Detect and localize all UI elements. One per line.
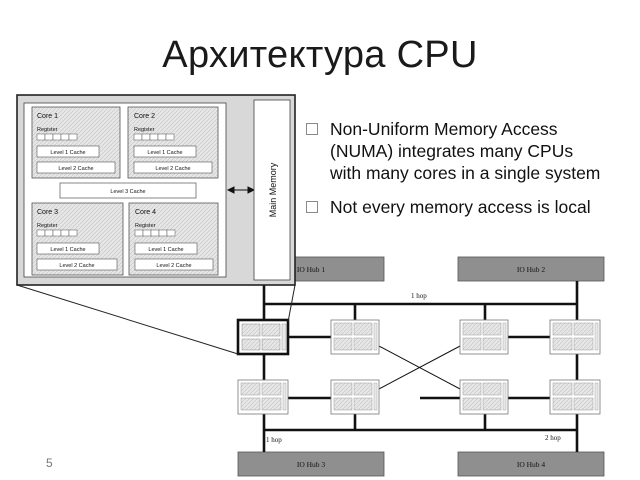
l2-cache-label: Level 2 Cache (155, 166, 190, 172)
l2-cache-label: Level 2 Cache (156, 263, 191, 269)
numa-links (262, 281, 579, 452)
io-hub-1: IO Hub 1 (237, 256, 385, 282)
core-2: Core 2 Register Level 1 Cache Level 2 Ca… (127, 106, 219, 179)
bullet-line: (NUMA) integrates many CPUs (330, 141, 574, 161)
register-label: Register (135, 223, 156, 229)
l3-cache-label: Level 3 Cache (110, 189, 145, 195)
page-number: 5 (46, 456, 53, 470)
hop-label: 1 hop (411, 292, 427, 300)
bullet-item: Non-Uniform Memory Access (NUMA) integra… (306, 118, 636, 184)
core-1: Core 1 Register Level 1 Cache Level 2 Ca… (31, 106, 121, 179)
io-hub-label: IO Hub 1 (297, 265, 326, 274)
core-label: Core 4 (135, 209, 156, 216)
zoom-callout (16, 284, 296, 355)
square-bullet-icon (306, 201, 318, 213)
l1-cache-label: Level 1 Cache (50, 150, 85, 156)
cpu-package (16, 94, 296, 286)
square-bullet-icon (306, 123, 318, 135)
core-label: Core 2 (134, 113, 155, 120)
io-hub-2: IO Hub 2 (457, 256, 605, 282)
cross-links (376, 344, 463, 391)
hop-label: 2 hop (545, 434, 561, 442)
io-hub-label: IO Hub 2 (517, 265, 546, 274)
bullet-line: Not every memory access is local (330, 197, 591, 217)
core-label: Core 1 (37, 113, 58, 120)
cpu-node (236, 318, 290, 356)
main-memory-label: Main Memory (268, 162, 278, 217)
l1-cache-label: Level 1 Cache (148, 247, 183, 253)
slide-title: Архитектура CPU (162, 34, 478, 76)
core-3: Core 3 Register Level 1 Cache Level 2 Ca… (31, 202, 124, 276)
io-hub-4: IO Hub 4 (457, 451, 605, 477)
cpu-node (330, 379, 380, 415)
bullet-list: Non-Uniform Memory Access (NUMA) integra… (306, 118, 636, 218)
cpu-node (330, 319, 380, 355)
bullet-line: Non-Uniform Memory Access (330, 119, 558, 139)
l2-cache-label: Level 2 Cache (59, 263, 94, 269)
register-label: Register (37, 127, 58, 133)
cpu-node (459, 379, 509, 415)
core-label: Core 3 (37, 209, 58, 216)
cpu-node (549, 319, 601, 355)
bullet-line: with many cores in a single system (330, 163, 601, 183)
hop-label: 1 hop (266, 436, 282, 444)
l1-cache-label: Level 1 Cache (50, 247, 85, 253)
core-4: Core 4 Register Level 1 Cache Level 2 Ca… (128, 202, 219, 276)
cpu-die (23, 102, 227, 278)
io-hub-label: IO Hub 3 (297, 460, 326, 469)
register-label: Register (37, 223, 58, 229)
cpu-node (549, 379, 601, 415)
register-label: Register (134, 127, 155, 133)
io-hub-3: IO Hub 3 (237, 451, 385, 477)
cpu-node (459, 319, 509, 355)
bullet-item: Not every memory access is local (306, 196, 636, 218)
l1-cache-label: Level 1 Cache (147, 150, 182, 156)
main-memory: Main Memory (253, 99, 291, 281)
cpu-node (237, 379, 289, 415)
memory-bus-arrow-icon (226, 186, 256, 194)
l2-cache-label: Level 2 Cache (58, 166, 93, 172)
io-hub-label: IO Hub 4 (517, 460, 546, 469)
l3-cache: Level 3 Cache (59, 182, 197, 199)
